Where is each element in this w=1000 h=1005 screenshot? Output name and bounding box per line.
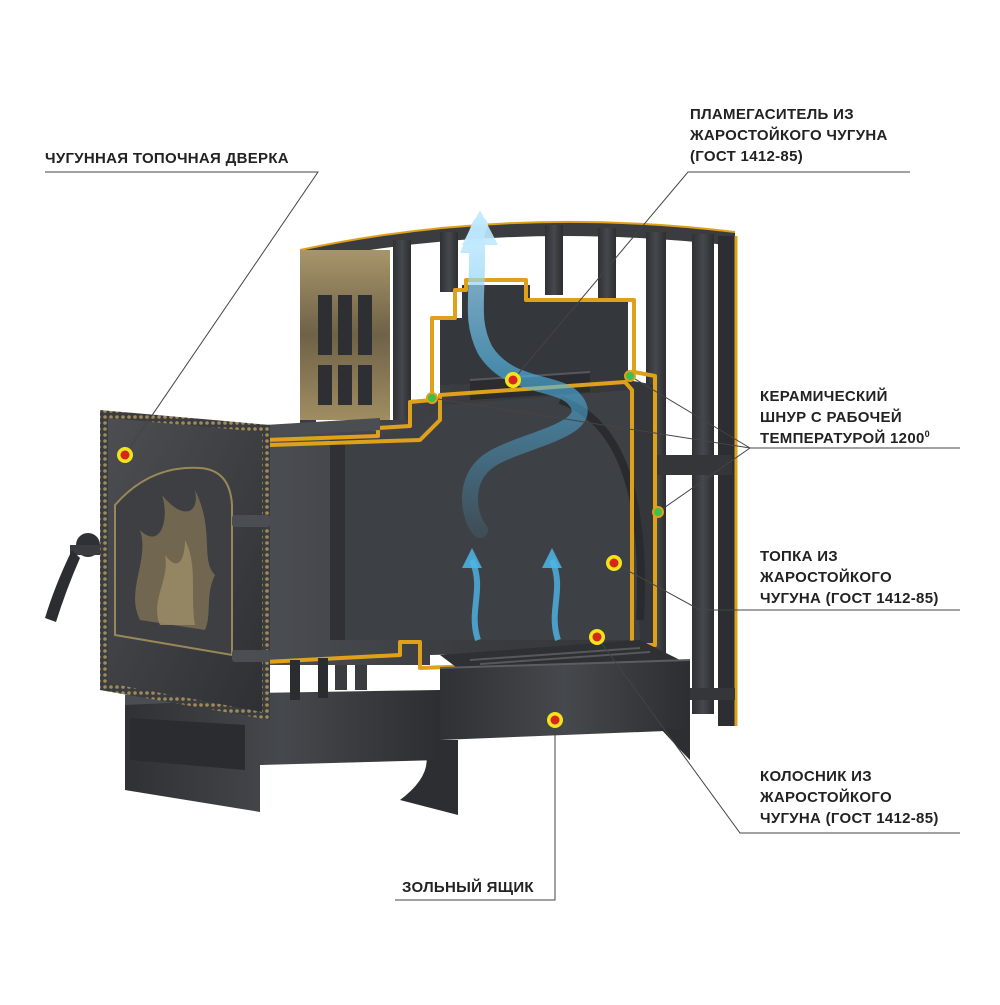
firebox-label: ТОПКА ИЗ ЖАРОСТОЙКОГО ЧУГУНА (ГОСТ 1412-… xyxy=(760,548,939,607)
ash-box-marker xyxy=(547,712,563,728)
ceramic-cord-leader-c xyxy=(657,447,751,513)
ash-box-leader xyxy=(395,720,556,901)
flame-damper-label: ПЛАМЕГАСИТЕЛЬ ИЗ ЖАРОСТОЙКОГО ЧУГУНА (ГО… xyxy=(690,106,888,165)
grille-cage xyxy=(299,220,738,726)
cord-marker-b xyxy=(624,370,636,382)
ash-box-label: ЗОЛЬНЫЙ ЯЩИК xyxy=(402,879,534,896)
ceramic-cord-label: КЕРАМИЧЕСКИЙ ШНУР С РАБОЧЕЙ ТЕМПЕРАТУРОЙ… xyxy=(760,388,930,447)
flame-damper-marker xyxy=(505,372,521,388)
firebox-door-illustration xyxy=(45,410,270,720)
grate-assembly xyxy=(125,640,691,815)
firebox-leader xyxy=(613,562,960,611)
firebox-marker xyxy=(606,555,622,571)
door-leader xyxy=(45,171,319,456)
grate-label: КОЛОСНИК ИЗ ЖАРОСТОЙКОГО ЧУГУНА (ГОСТ 14… xyxy=(760,768,939,827)
airflow-arrows xyxy=(460,210,588,641)
cord-marker-c xyxy=(652,506,664,518)
door-label: ЧУГУННАЯ ТОПОЧНАЯ ДВЕРКА xyxy=(45,150,289,167)
flame-damper-leader xyxy=(512,171,910,381)
grate-marker xyxy=(589,629,605,645)
leader-lines xyxy=(45,171,960,901)
ceramic-cord-leader-b xyxy=(629,375,751,449)
callout-markers xyxy=(117,370,664,728)
cord-marker-a xyxy=(426,392,438,404)
door-marker xyxy=(117,447,133,463)
grate-leader xyxy=(596,636,960,834)
